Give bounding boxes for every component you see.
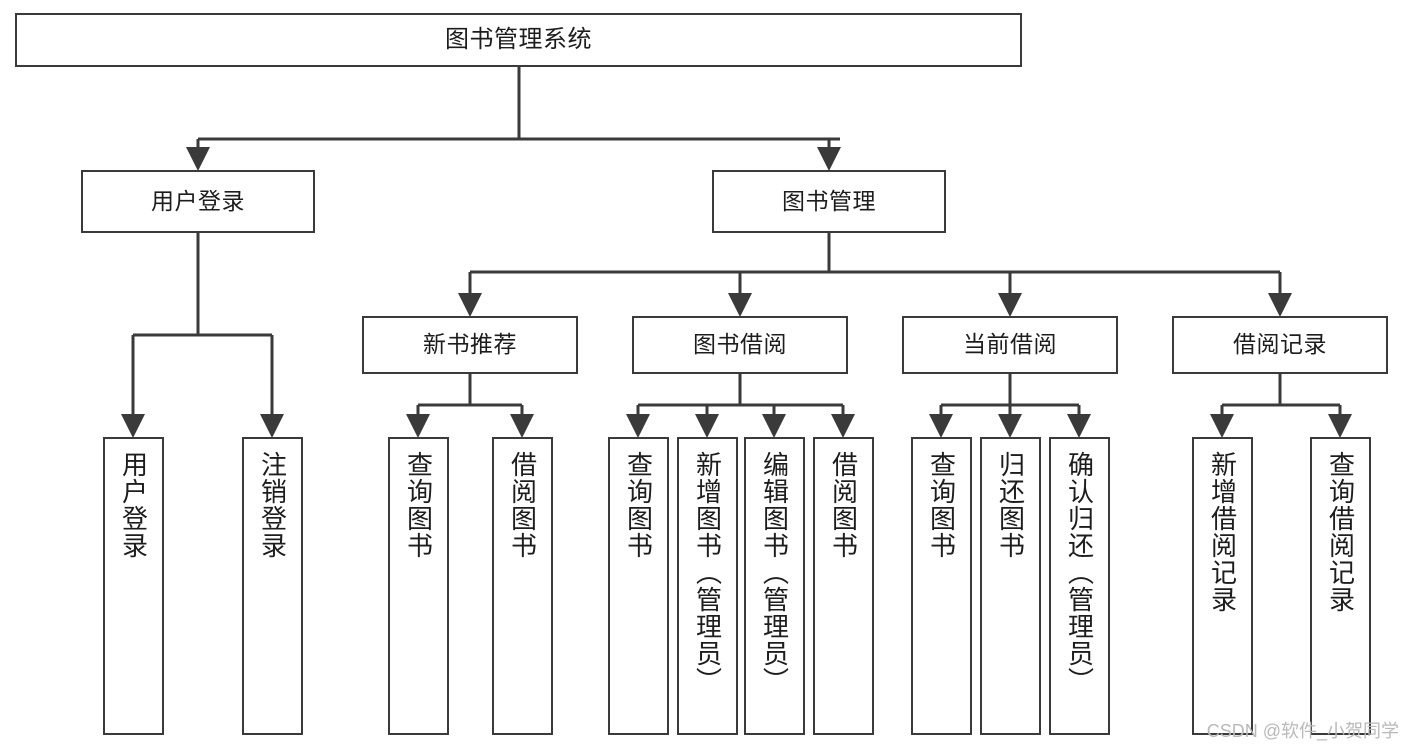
node-label: 查询图书 [403, 451, 434, 559]
node-label: 用户登录 [118, 451, 149, 559]
node-label: 归还图书 [995, 451, 1026, 559]
node-leaf-query-book-borrow[interactable]: 查询图书 [608, 437, 669, 735]
node-current-borrow[interactable]: 当前借阅 [902, 316, 1118, 374]
node-root-book-management-system[interactable]: 图书管理系统 [15, 13, 1022, 67]
node-leaf-add-book-admin[interactable]: 新增图书（管理员） [677, 437, 738, 735]
node-leaf-confirm-return-admin[interactable]: 确认归还（管理员） [1049, 437, 1110, 735]
node-new-book-recommendation[interactable]: 新书推荐 [362, 316, 578, 374]
node-label: 图书借阅 [693, 331, 787, 358]
node-label: 查询借阅记录 [1325, 451, 1356, 613]
node-label: 借阅图书 [828, 451, 859, 559]
node-leaf-borrow-book-recommend[interactable]: 借阅图书 [492, 437, 553, 735]
node-label: 查询图书 [623, 451, 654, 559]
node-book-manage[interactable]: 图书管理 [712, 170, 946, 233]
node-leaf-return-book[interactable]: 归还图书 [980, 437, 1041, 735]
node-leaf-edit-book-admin[interactable]: 编辑图书（管理员） [744, 437, 805, 735]
node-label: 图书管理 [782, 187, 876, 214]
watermark-text: CSDN @软件_小贺同学 [1206, 721, 1399, 741]
node-label: 注销登录 [257, 451, 288, 559]
node-label: 新书推荐 [423, 331, 517, 358]
node-label: 用户登录 [151, 187, 245, 214]
node-leaf-query-book-recommend[interactable]: 查询图书 [388, 437, 449, 735]
node-label: 图书管理系统 [445, 25, 592, 53]
node-leaf-user-logout[interactable]: 注销登录 [242, 437, 303, 735]
node-leaf-borrow-book[interactable]: 借阅图书 [813, 437, 874, 735]
node-leaf-query-borrow-record[interactable]: 查询借阅记录 [1310, 437, 1371, 735]
node-label: 借阅记录 [1233, 331, 1327, 358]
node-label: 查询图书 [926, 451, 957, 559]
node-book-borrow[interactable]: 图书借阅 [632, 316, 848, 374]
node-label: 编辑图书（管理员） [759, 451, 790, 694]
node-leaf-query-book-current[interactable]: 查询图书 [911, 437, 972, 735]
node-label: 新增图书（管理员） [692, 451, 723, 694]
node-leaf-user-login[interactable]: 用户登录 [103, 437, 164, 735]
node-label: 当前借阅 [963, 331, 1057, 358]
node-borrow-record[interactable]: 借阅记录 [1172, 316, 1388, 374]
node-label: 新增借阅记录 [1207, 451, 1238, 613]
node-user-login[interactable]: 用户登录 [81, 170, 315, 233]
node-leaf-add-borrow-record[interactable]: 新增借阅记录 [1192, 437, 1253, 735]
node-label: 确认归还（管理员） [1064, 451, 1095, 694]
node-label: 借阅图书 [507, 451, 538, 559]
